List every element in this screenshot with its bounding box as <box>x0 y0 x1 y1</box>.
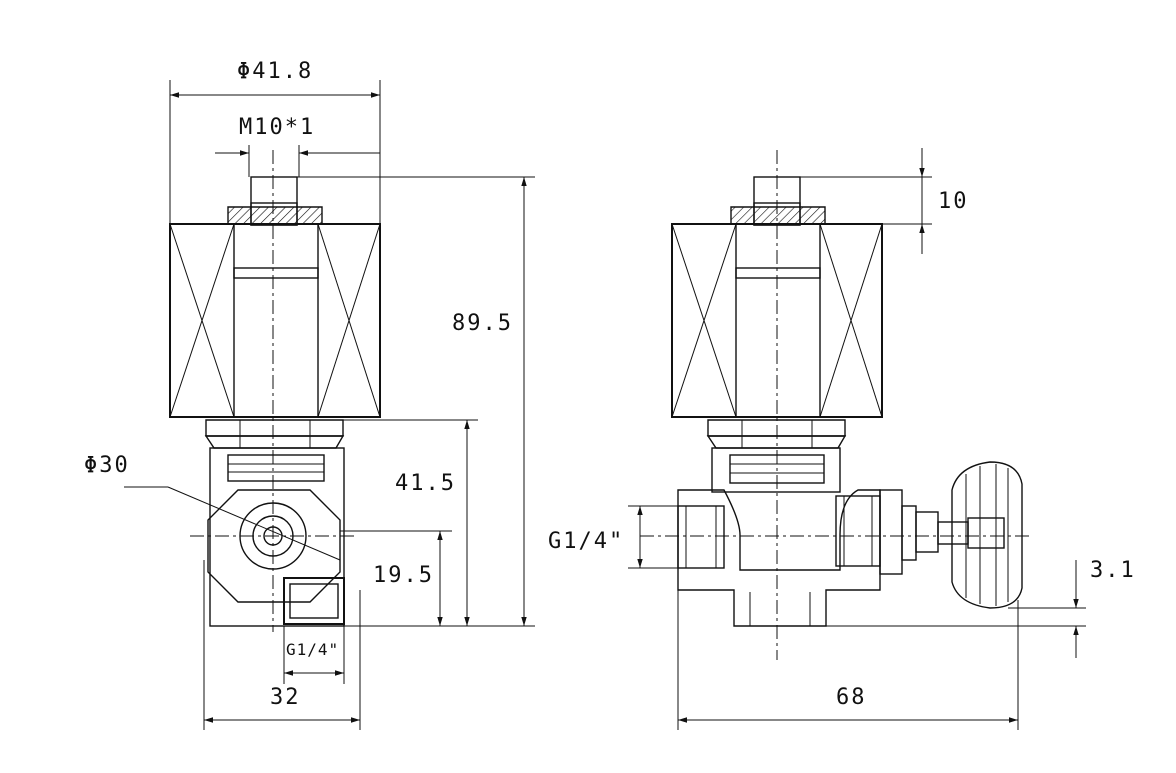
front-view: Φ41.8 M10*1 89.5 41.5 19.5 G1/4" 32 <box>84 59 535 730</box>
dim-side-port-thread: G1/4" <box>548 529 624 554</box>
dim-nut-diameter: Φ30 <box>84 453 130 478</box>
dim-length: 68 <box>836 685 867 710</box>
dim-coil-diameter: Φ41.8 <box>237 59 313 84</box>
dim-body-height: 41.5 <box>395 471 456 496</box>
side-body <box>677 489 881 627</box>
dim-stem-height: 10 <box>938 189 969 214</box>
side-view: 10 G1/4" 3.1 68 <box>548 148 1136 730</box>
front-hex-nut <box>207 489 341 603</box>
dim-bottom-port-thread: G1/4" <box>286 640 339 659</box>
dim-thread: M10*1 <box>239 115 315 140</box>
front-stem-nut <box>227 206 323 225</box>
dim-width: 32 <box>270 685 301 710</box>
front-coil <box>169 223 381 418</box>
side-coil <box>671 223 883 418</box>
side-handwheel <box>951 461 1023 609</box>
dim-total-height: 89.5 <box>452 311 513 336</box>
side-stem-nut <box>730 206 826 225</box>
dim-port-height: 19.5 <box>373 563 434 588</box>
front-bottom-port <box>283 577 345 625</box>
dim-offset: 3.1 <box>1090 558 1136 583</box>
